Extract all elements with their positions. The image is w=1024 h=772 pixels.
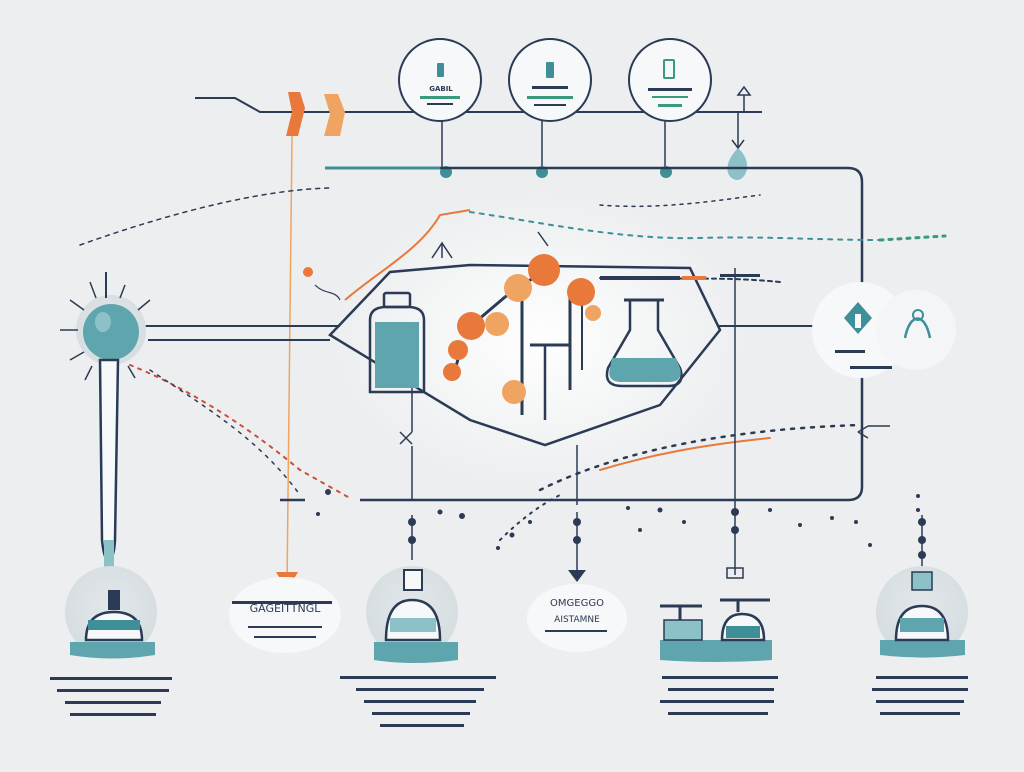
bottom-card-6	[872, 566, 968, 715]
top-badge-3	[628, 38, 712, 178]
reagent-bottle-icon	[368, 291, 426, 394]
flag-icon	[276, 92, 345, 590]
beaker-icon	[384, 569, 442, 642]
pipette-icon	[60, 272, 151, 570]
center-labels	[600, 274, 760, 280]
bottom-card-2: GAGEITTNGL	[229, 577, 341, 653]
cylinder-icon	[663, 59, 675, 79]
droplet-icon	[727, 148, 748, 180]
process-chamber	[328, 263, 722, 447]
top-rail	[195, 85, 762, 150]
scale-icon	[84, 590, 144, 642]
bottom-card-1	[50, 566, 172, 716]
cross-icon	[399, 431, 413, 445]
card-2-title: GAGEITTNGL	[250, 602, 322, 615]
center-glow	[330, 190, 750, 490]
rising-trend-line	[344, 209, 471, 301]
bottom-card-3	[340, 566, 496, 727]
card-4-title: OMGEGGO	[550, 598, 604, 609]
top-badge-2	[508, 38, 592, 178]
scatter-dots	[316, 489, 872, 550]
right-badges	[812, 282, 956, 439]
arrow-up-icon	[736, 85, 752, 96]
molecule-icon	[443, 254, 601, 420]
down-connectors	[408, 268, 926, 582]
flask-icon	[894, 571, 950, 642]
vial-icon	[546, 62, 554, 78]
bottom-card-4: OMGEGGO AISTAMNE	[527, 584, 627, 652]
balance-icon	[660, 598, 770, 642]
card-4-subtitle: AISTAMNE	[554, 615, 600, 625]
stand-icon	[903, 317, 932, 339]
bottom-card-5	[660, 598, 778, 715]
badge-1-title: GABIL	[429, 85, 453, 93]
top-badge-1: GABIL	[398, 38, 482, 178]
erlenmeyer-flask-icon	[605, 298, 683, 388]
tick-mark	[537, 231, 549, 247]
test-tube-icon	[437, 63, 444, 77]
